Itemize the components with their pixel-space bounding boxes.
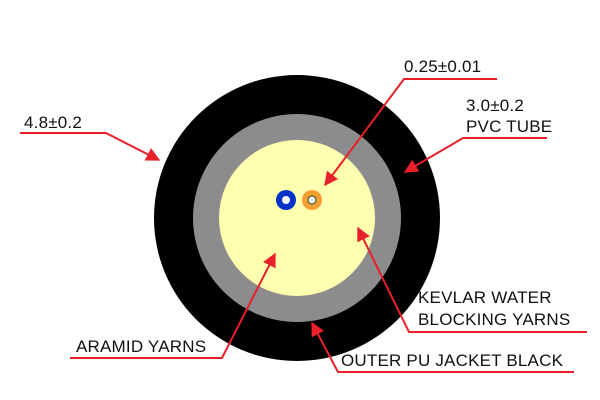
leader-lines bbox=[20, 78, 587, 373]
label-outer-jacket: OUTER PU JACKET BLACK bbox=[341, 351, 564, 370]
label-pvc-tube: PVC TUBE bbox=[466, 117, 552, 136]
label-outer-diameter: 4.8±0.2 bbox=[24, 113, 82, 132]
leader-kevlar bbox=[357, 226, 587, 333]
aramid-yarn-core bbox=[219, 140, 375, 296]
fiber-blue-core bbox=[282, 196, 290, 204]
label-kevlar-line1: KEVLAR WATER bbox=[418, 288, 552, 307]
label-tube-diameter: 3.0±0.2 bbox=[466, 96, 524, 115]
leader-outer-diameter bbox=[20, 132, 161, 161]
fiber-orange-core bbox=[307, 195, 317, 205]
leader-pvc-tube bbox=[403, 137, 547, 173]
leader-fiber-diameter bbox=[324, 78, 497, 187]
label-fiber-diameter: 0.25±0.01 bbox=[404, 57, 481, 76]
leader-aramid bbox=[70, 252, 276, 359]
leader-jacket bbox=[311, 321, 574, 373]
label-aramid-yarns: ARAMID YARNS bbox=[76, 337, 206, 356]
fiber-orange bbox=[302, 190, 322, 210]
label-kevlar-line2: BLOCKING YARNS bbox=[418, 310, 570, 329]
fiber-blue bbox=[276, 190, 296, 210]
